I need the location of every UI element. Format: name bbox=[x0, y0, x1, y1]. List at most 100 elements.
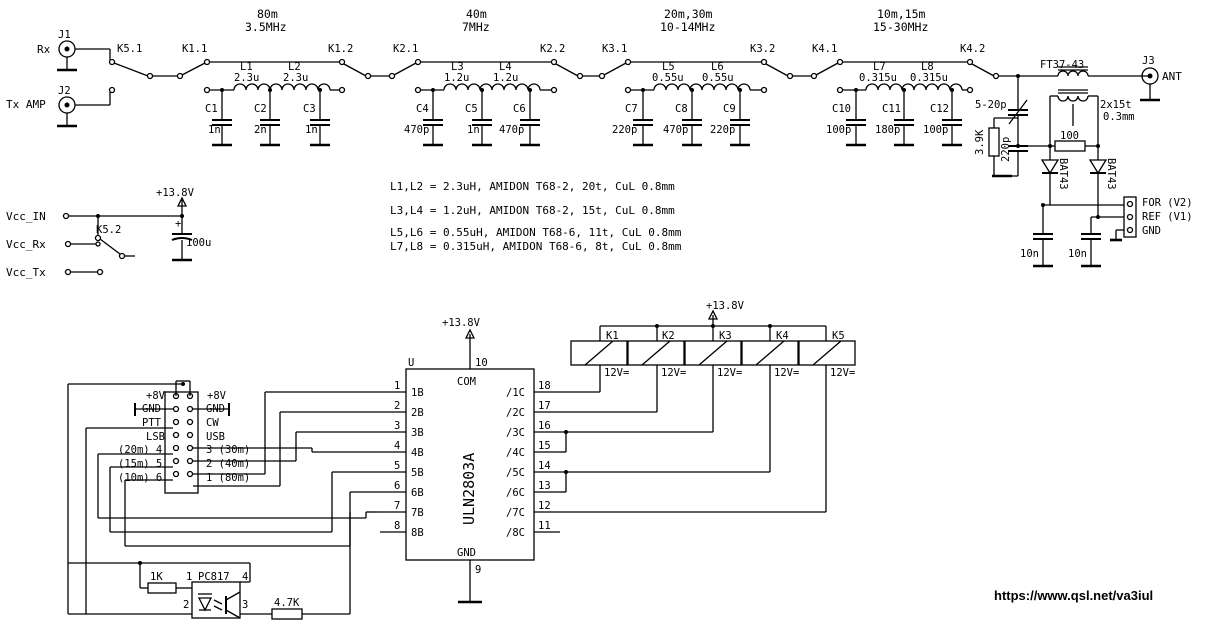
optocoupler bbox=[68, 512, 351, 620]
l3-label: L3 bbox=[451, 61, 464, 73]
c8-value: 470p bbox=[663, 124, 688, 136]
band-10m-freq: 15-30MHz bbox=[873, 20, 928, 34]
c4-label: C4 bbox=[416, 103, 429, 115]
relay-k1-1-label: K1.1 bbox=[182, 43, 207, 55]
driver-in-name-8: 8B bbox=[411, 527, 424, 539]
c3-label: C3 bbox=[303, 103, 316, 115]
connector-j2 bbox=[57, 86, 116, 128]
driver-out-name-6: /6C bbox=[506, 487, 525, 499]
header-left-7: (10m) 6 bbox=[118, 472, 162, 484]
for-label: FOR (V2) bbox=[1142, 197, 1193, 209]
coil-k3-label: K3 bbox=[719, 330, 732, 342]
l2-value: 2.3u bbox=[283, 72, 308, 84]
driver-ic bbox=[380, 328, 560, 604]
header-right-7: 1 (80m) bbox=[206, 472, 250, 484]
vcc-tx-label: Vcc_Tx bbox=[6, 266, 46, 279]
c9-value: 220p bbox=[710, 124, 735, 136]
opto-pin-4: 4 bbox=[242, 571, 248, 583]
driver-gnd-pin: 9 bbox=[475, 564, 481, 576]
header-left-3: PTT bbox=[142, 417, 162, 429]
relay-k5-1-label: K5.1 bbox=[117, 43, 142, 55]
coil-k4-rating: 12V= bbox=[774, 367, 799, 379]
swr-cap-right-value: 10n bbox=[1068, 248, 1087, 260]
driver-out-pin-11: 11 bbox=[538, 520, 551, 532]
relay-k3-1-label: K3.1 bbox=[602, 43, 627, 55]
l8-value: 0.315u bbox=[910, 72, 948, 84]
coil-note-2: L3,L4 = 1.2uH, AMIDON T68-2, 15t, CuL 0.… bbox=[390, 204, 675, 217]
driver-in-pin-3: 3 bbox=[394, 420, 400, 432]
coil-note-3: L5,L6 = 0.55uH, AMIDON T68-6, 11t, CuL 0… bbox=[390, 226, 682, 239]
driver-in-pin-7: 7 bbox=[394, 500, 400, 512]
coil-k1-label: K1 bbox=[606, 330, 619, 342]
c6-label: C6 bbox=[513, 103, 526, 115]
coil-k2-rating: 12V= bbox=[661, 367, 686, 379]
driver-out-name-1: /1C bbox=[506, 387, 525, 399]
l5-value: 0.55u bbox=[652, 72, 684, 84]
driver-in-name-3: 3B bbox=[411, 427, 424, 439]
l3-value: 1.2u bbox=[444, 72, 469, 84]
relay-k1-2-label: K1.2 bbox=[328, 43, 353, 55]
winding-label: 2x15t bbox=[1100, 99, 1132, 111]
swr-cap-left-value: 10n bbox=[1020, 248, 1039, 260]
c12-label: C12 bbox=[930, 103, 949, 115]
driver-in-name-2: 2B bbox=[411, 407, 424, 419]
band-40m-freq: 7MHz bbox=[462, 20, 490, 34]
header-right-6: 2 (40m) bbox=[206, 458, 250, 470]
coil-k3-rating: 12V= bbox=[717, 367, 742, 379]
driver-out-name-2: /2C bbox=[506, 407, 525, 419]
relay-k3-2-switch bbox=[760, 58, 812, 94]
j3-label: J3 bbox=[1142, 55, 1155, 67]
c10-value: 100p bbox=[826, 124, 851, 136]
swr-core-label: FT37-43 bbox=[1040, 59, 1084, 71]
relay-k4-1-label: K4.1 bbox=[812, 43, 837, 55]
c3-value: 1n bbox=[305, 124, 318, 136]
c1-value: 1n bbox=[208, 124, 221, 136]
relay-k4-1-switch bbox=[810, 58, 968, 94]
driver-in-pin-6: 6 bbox=[394, 480, 400, 492]
coil-k4-label: K4 bbox=[776, 330, 789, 342]
trimmer-value: 5-20p bbox=[975, 99, 1007, 111]
diode-d1-label: BAT43 bbox=[1057, 158, 1069, 190]
power-rail-label: +13.8V bbox=[156, 187, 195, 199]
l5-label: L5 bbox=[662, 61, 675, 73]
rx-label: Rx bbox=[37, 43, 51, 56]
driver-out-pin-17: 17 bbox=[538, 400, 551, 412]
header-left-5: (20m) 4 bbox=[118, 444, 162, 456]
relay-k2-2-label: K2.2 bbox=[540, 43, 565, 55]
header-right-3: CW bbox=[206, 417, 219, 429]
band-80m-name: 80m bbox=[257, 7, 278, 21]
l6-value: 0.55u bbox=[702, 72, 734, 84]
l6-label: L6 bbox=[711, 61, 724, 73]
c7-label: C7 bbox=[625, 103, 638, 115]
relay-coils bbox=[560, 309, 856, 513]
relay-k3-2-label: K3.2 bbox=[750, 43, 775, 55]
wire-label: 0.3mm bbox=[1103, 111, 1135, 123]
tx-amp-label: Tx AMP bbox=[6, 98, 46, 111]
header-right-5: 3 (30m) bbox=[206, 444, 250, 456]
coil-note-1: L1,L2 = 2.3uH, AMIDON T68-2, 20t, CuL 0.… bbox=[390, 180, 675, 193]
opto-pin-3: 3 bbox=[242, 599, 248, 611]
l4-value: 1.2u bbox=[493, 72, 518, 84]
c6-value: 470p bbox=[499, 124, 524, 136]
driver-out-pin-12: 12 bbox=[538, 500, 551, 512]
coil-k5-rating: 12V= bbox=[830, 367, 855, 379]
power-section bbox=[62, 196, 193, 276]
relay-k4-2-label: K4.2 bbox=[960, 43, 985, 55]
coil-k5-label: K5 bbox=[832, 330, 845, 342]
driver-in-pin-2: 2 bbox=[394, 400, 400, 412]
driver-out-name-5: /5C bbox=[506, 467, 525, 479]
vcc-rx-label: Vcc_Rx bbox=[6, 238, 46, 251]
driver-part-name: ULN2803A bbox=[460, 453, 478, 525]
c12-value: 100p bbox=[923, 124, 948, 136]
opto-pin-2: 2 bbox=[183, 599, 189, 611]
c11-value: 180p bbox=[875, 124, 900, 136]
swr-gnd-label: GND bbox=[1142, 225, 1161, 237]
control-header bbox=[67, 380, 380, 614]
header-left-1: +8V bbox=[146, 390, 166, 402]
opto-name: PC817 bbox=[198, 571, 230, 583]
filter-10m bbox=[842, 83, 968, 147]
ref-label: REF (V1) bbox=[1142, 211, 1193, 223]
driver-in-pin-5: 5 bbox=[394, 460, 400, 472]
driver-in-name-6: 6B bbox=[411, 487, 424, 499]
